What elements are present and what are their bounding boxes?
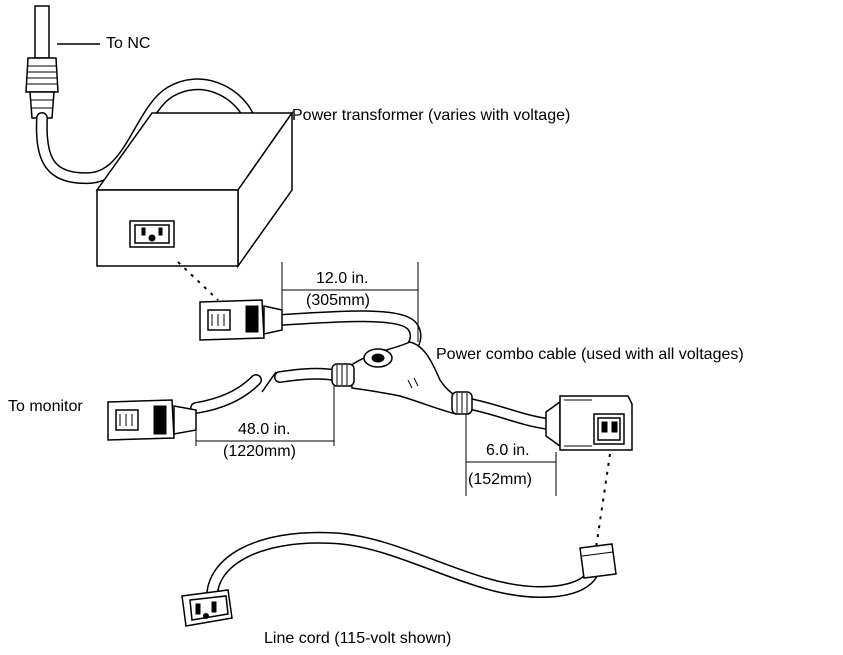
line-cord-plug (181, 589, 233, 627)
to-nc-label: To NC (106, 35, 151, 52)
power-transformer-label: Power transformer (varies with voltage) (292, 107, 571, 124)
dimension-152mm-label: (152mm) (468, 471, 533, 488)
outlet-link-dotted (595, 453, 611, 549)
line-cord-socket-end (579, 543, 617, 579)
combo-outlet-connector (545, 395, 633, 451)
dimension-6in-label: 6.0 in. (486, 442, 530, 459)
dimension-305mm-label: (305mm) (306, 292, 371, 309)
splitter-body (331, 341, 473, 415)
dimension-12in (281, 262, 419, 342)
power-combo-cable-label: Power combo cable (used with all voltage… (436, 346, 744, 363)
dimension-6in (465, 414, 557, 496)
nc-connector-plug (25, 5, 59, 119)
monitor-branch-cable (190, 371, 277, 414)
dimension-1220mm-label: (1220mm) (223, 443, 296, 460)
transformer-outlet (129, 220, 175, 248)
dimension-12in-label: 12.0 in. (316, 270, 369, 287)
to-monitor-label: To monitor (8, 398, 83, 415)
dimension-48in-label: 48.0 in. (238, 421, 291, 438)
dimension-48in (195, 386, 335, 446)
transformer-side-connector (199, 299, 283, 341)
power-transformer-box (95, 110, 294, 269)
monitor-side-connector (107, 399, 197, 441)
transformer-link-dotted (177, 261, 219, 301)
line-cord-cable (206, 531, 600, 606)
line-cord-label: Line cord (115-volt shown) (264, 630, 452, 647)
